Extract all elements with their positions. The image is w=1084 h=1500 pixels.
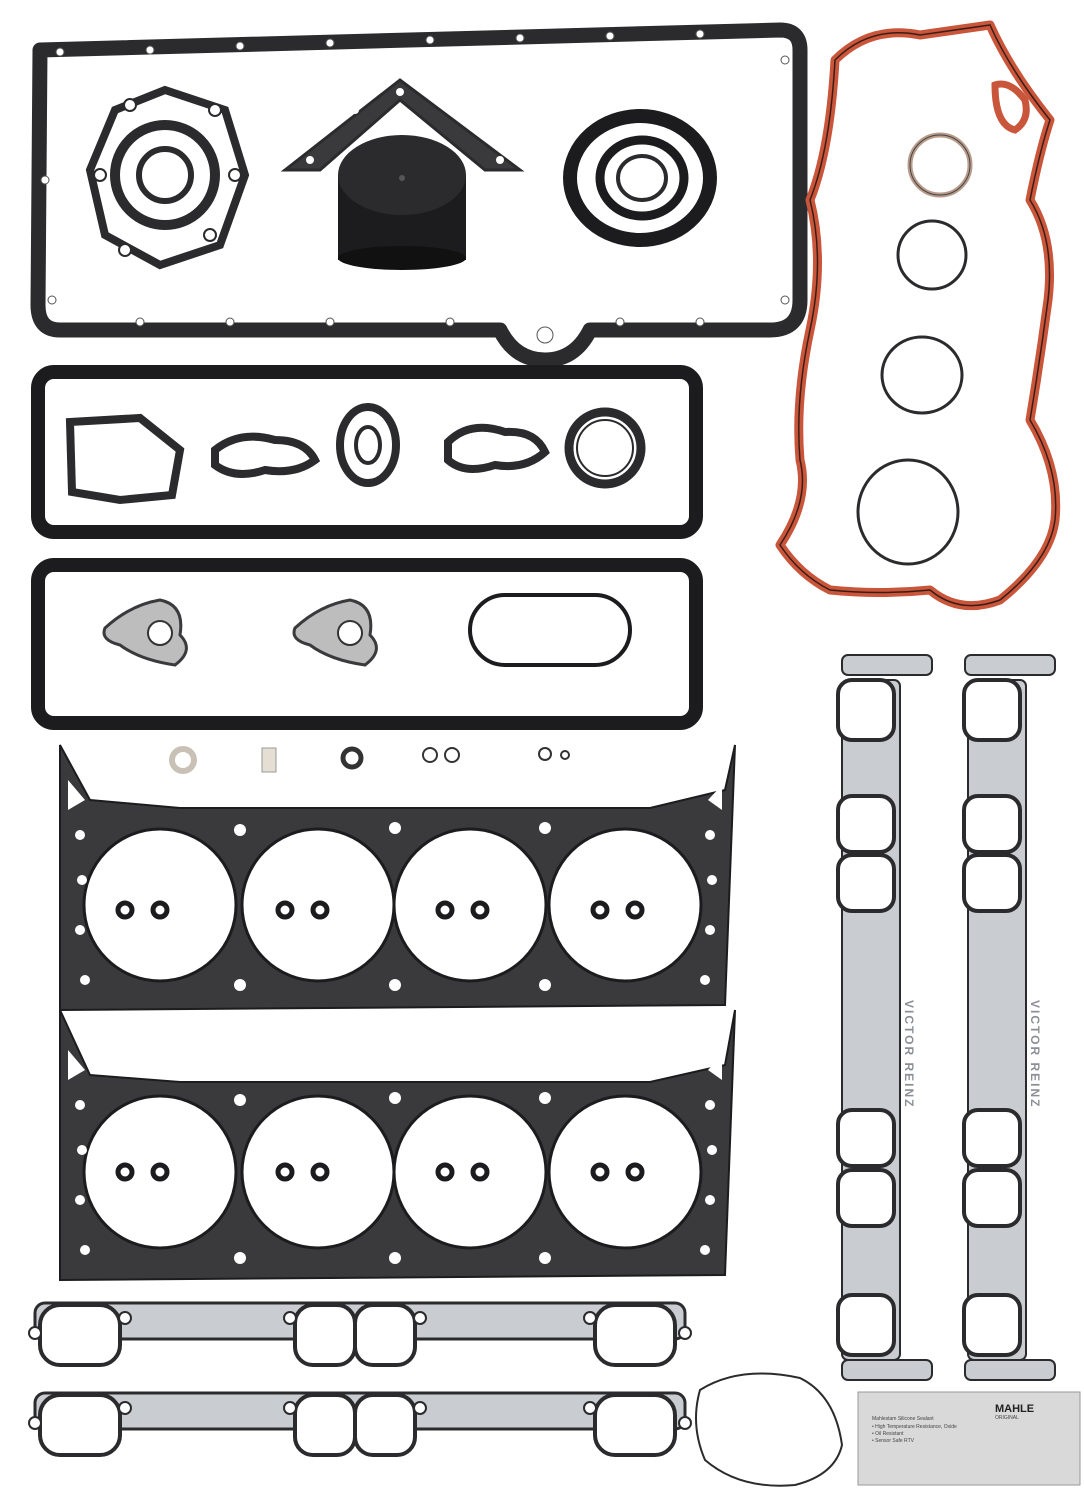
thermostat-gasket bbox=[695, 1372, 844, 1487]
head-gasket-upper bbox=[59, 744, 736, 1012]
intake-imprint-left: VICTOR REINZ bbox=[902, 1000, 916, 1108]
packet-line1: • High Temperature Resistance, Oxide bbox=[872, 1424, 957, 1430]
packet-title: Mahlestam Silicone Sealant bbox=[872, 1416, 934, 1422]
egr-gaskets bbox=[102, 593, 632, 667]
intake-imprint-right: VICTOR REINZ bbox=[1028, 1000, 1042, 1108]
rear-seal-retainer-gasket bbox=[85, 85, 250, 270]
rear-main-seal bbox=[563, 109, 717, 247]
small-seals bbox=[169, 746, 570, 774]
sealant-packet: MAHLE ORIGINAL Mahlestam Silicone Sealan… bbox=[857, 1391, 1081, 1486]
valve-cover-gasket-lower bbox=[31, 558, 703, 730]
head-gasket-lower bbox=[59, 1009, 736, 1282]
packet-brand: MAHLE bbox=[995, 1403, 1034, 1415]
exhaust-manifold-gasket-lower bbox=[28, 1391, 692, 1457]
timing-cover-gasket bbox=[280, 78, 525, 172]
valve-cover-gasket-upper bbox=[31, 365, 703, 539]
packet-line3: • Sensor Safe RTV bbox=[872, 1438, 915, 1444]
water-pump-gaskets bbox=[65, 403, 646, 505]
packet-brand-sub: ORIGINAL bbox=[995, 1415, 1019, 1421]
exhaust-manifold-gasket-upper bbox=[28, 1301, 692, 1367]
oil-pan-gasket bbox=[30, 22, 808, 368]
intake-manifold-gasket-right: VICTOR REINZ bbox=[962, 654, 1056, 1381]
timing-cover-orange-gasket bbox=[775, 20, 1061, 611]
intake-manifold-gasket-left: VICTOR REINZ bbox=[836, 654, 933, 1381]
o-ring-set-right bbox=[856, 132, 973, 566]
packet-line2: • Oil Resistant bbox=[872, 1431, 904, 1437]
front-seal bbox=[338, 135, 466, 270]
